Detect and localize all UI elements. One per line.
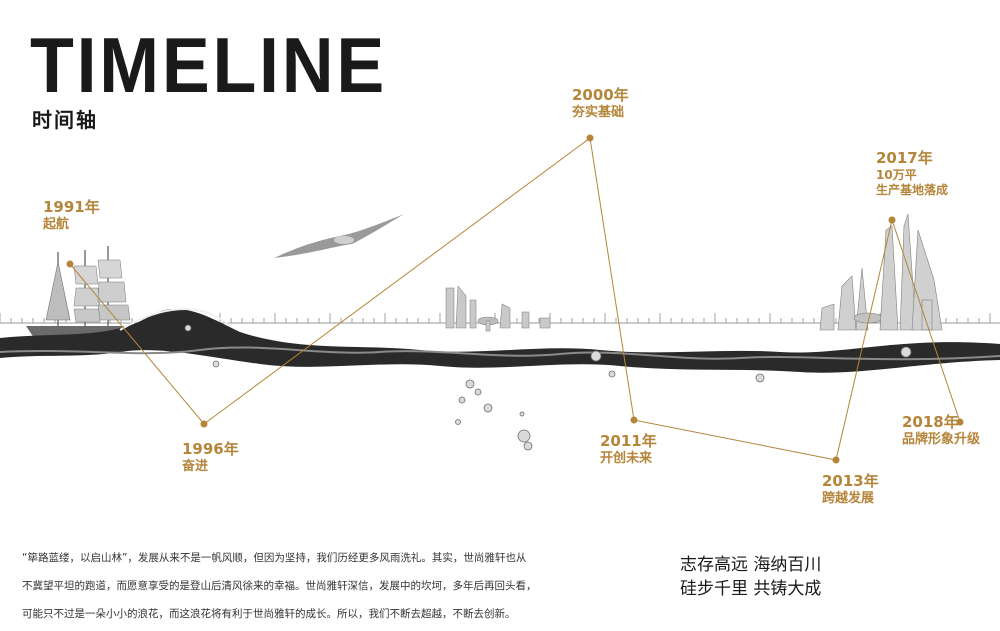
page-subtitle: 时间轴 <box>32 108 98 132</box>
seagull <box>274 214 404 258</box>
milestone-2017: 2017年 10万平 生产基地落成 <box>876 149 948 198</box>
milestone-text: 10万平 <box>876 167 917 182</box>
slogan-line: 硅步千里 共铸大成 <box>680 579 822 599</box>
city-skyline-right <box>819 213 943 331</box>
milestone-text: 开创未来 <box>600 450 653 466</box>
milestone-dot-2013 <box>832 456 840 464</box>
milestone-2000: 2000年 夯实基础 <box>572 86 629 121</box>
slogan-line: 志存高远 海纳百川 <box>680 555 822 575</box>
milestone-dot-2017 <box>888 216 896 224</box>
milestone-text-2: 生产基地落成 <box>876 182 949 197</box>
paragraph-line: “筚路蓝缕，以启山林”，发展从来不是一帆风顺，但因为坚持，我们历经更多风雨洗礼。… <box>22 552 527 564</box>
milestone-2018: 2018年 品牌形象升级 <box>902 413 980 448</box>
milestone-dot-2011 <box>630 416 638 424</box>
milestone-year: 1991年 <box>43 198 100 216</box>
milestone-2011: 2011年 开创未来 <box>600 432 657 467</box>
milestone-text: 品牌形象升级 <box>902 431 981 447</box>
ink-wave <box>0 308 1000 373</box>
slogan: 志存高远 海纳百川 硅步千里 共铸大成 <box>680 553 821 601</box>
timeline-path <box>69 137 961 461</box>
milestone-dot-1991 <box>66 260 74 268</box>
milestone-text: 跨越发展 <box>822 490 875 506</box>
milestone-1996: 1996年 奋进 <box>182 440 239 475</box>
milestone-dot-2018 <box>956 418 964 426</box>
milestone-text: 奋进 <box>182 458 209 474</box>
paragraph-line: 不冀望平坦的跑道，而愿意享受的是登山后清风徐来的幸福。世尚雅轩深信，发展中的坎坷… <box>22 580 537 592</box>
sailing-ship <box>26 246 146 338</box>
milestone-1991: 1991年 起航 <box>43 198 100 233</box>
intro-paragraph: “筚路蓝缕，以启山林”，发展从来不是一帆风顺，但因为坚持，我们历经更多风雨洗礼。… <box>22 544 602 628</box>
milestone-year: 2000年 <box>572 86 629 104</box>
milestone-year: 2018年 <box>902 413 959 431</box>
milestone-year: 2011年 <box>600 432 657 450</box>
paragraph-line: 可能只不过是一朵小小的浪花，而这浪花将有利于世尚雅轩的成长。所以，我们不断去超越… <box>22 608 516 620</box>
milestone-dot-1996 <box>200 420 208 428</box>
milestone-year: 2017年 <box>876 149 933 167</box>
milestone-dot-2000 <box>586 134 594 142</box>
milestone-text: 起航 <box>43 216 70 232</box>
city-skyline-center <box>445 285 551 332</box>
milestone-year: 2013年 <box>822 472 879 490</box>
page-title: TIMELINE <box>30 21 387 109</box>
milestone-text: 夯实基础 <box>572 104 625 120</box>
milestone-2013: 2013年 跨越发展 <box>822 472 879 507</box>
milestone-year: 1996年 <box>182 440 239 458</box>
water-droplets <box>184 324 912 451</box>
